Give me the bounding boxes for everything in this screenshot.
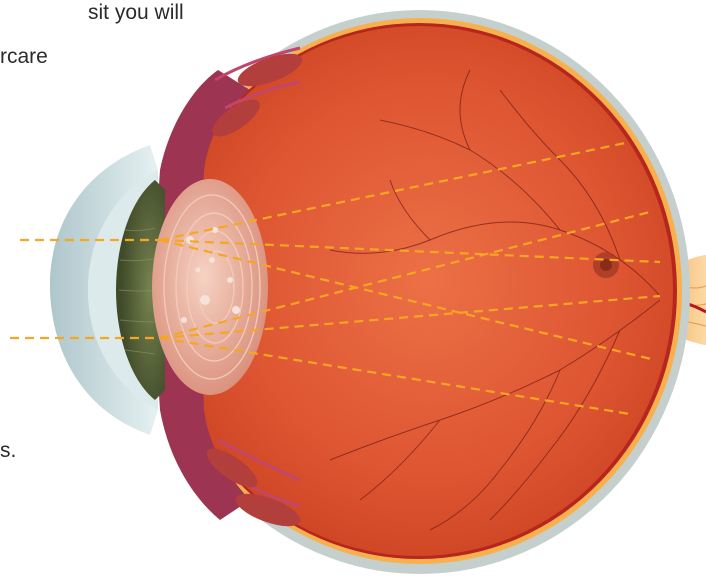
lens — [152, 179, 268, 395]
